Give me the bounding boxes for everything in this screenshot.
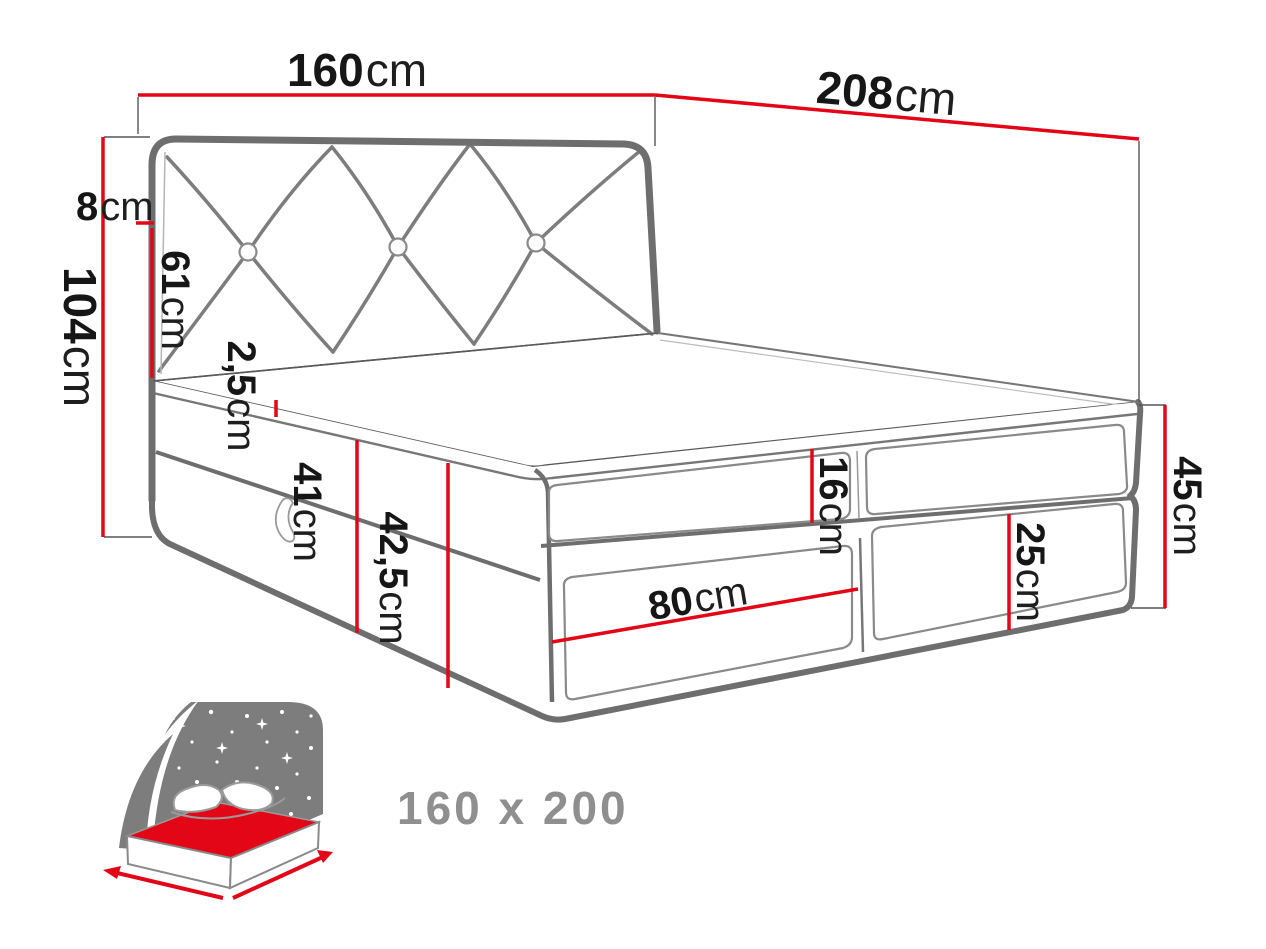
headboard-outline bbox=[148, 135, 661, 504]
base-outline bbox=[149, 399, 1144, 723]
mattress-split-seam bbox=[856, 450, 860, 519]
drawer-foot-panel bbox=[870, 502, 1128, 641]
dim-base-front-label: 42,5cm bbox=[371, 511, 415, 644]
dimension-labels: 160cm 208cm 104cm 8cm 61cm 2,5cm 41cm 42… bbox=[54, 44, 1209, 645]
bed-left-side-face bbox=[152, 381, 552, 710]
dim-topper-label: 2,5cm bbox=[219, 341, 263, 452]
dim-mattress-label: 16cm bbox=[811, 456, 855, 556]
headboard-tufting bbox=[157, 142, 654, 373]
dimension-lines bbox=[101, 93, 1167, 688]
dim-headboard-height-label: 104cm bbox=[54, 267, 106, 407]
headboard-panel bbox=[152, 139, 658, 381]
tufting-buttons bbox=[238, 233, 546, 262]
base-seam-left bbox=[155, 450, 541, 582]
topper-bottom-edge bbox=[152, 391, 1138, 481]
button-icon bbox=[388, 237, 408, 257]
length-arrow-icon bbox=[232, 854, 326, 900]
extension-lines bbox=[104, 97, 1166, 609]
dim-base-side-label: 41cm bbox=[285, 462, 329, 562]
mattress-front-panel-left bbox=[547, 451, 852, 543]
mattress-top-surface bbox=[152, 332, 1140, 468]
dim-total-length-line bbox=[654, 93, 1140, 141]
width-arrow-icon bbox=[112, 870, 224, 900]
dim-top-width-label: 160cm bbox=[287, 44, 427, 96]
headboard-inner-edge bbox=[160, 151, 166, 375]
bed-drawing bbox=[148, 135, 1144, 723]
dim-foot-height-label: 45cm bbox=[1165, 456, 1209, 556]
base-top-edge-front bbox=[540, 496, 1134, 548]
dim-headboard-depth-label: 8cm bbox=[76, 185, 154, 229]
size-label: 160 x 200 bbox=[397, 782, 629, 834]
mattress-side-icon bbox=[228, 820, 321, 890]
pillows-icon bbox=[170, 781, 286, 820]
dim-headboard-panel-label: 61cm bbox=[153, 250, 197, 350]
mattress-top-inner-line bbox=[659, 339, 1134, 408]
drawer-split-seam bbox=[858, 537, 865, 653]
mattress-front-panel-right bbox=[864, 423, 1129, 516]
dim-drawer-front-label: 25cm bbox=[1008, 522, 1052, 622]
bed-size-icon bbox=[103, 700, 333, 900]
dim-total-length-label: 208cm bbox=[814, 61, 958, 125]
dim-drawer-width-line bbox=[551, 587, 859, 644]
far-top-edge bbox=[657, 332, 1140, 403]
swoosh-panel bbox=[119, 734, 173, 850]
button-icon bbox=[238, 242, 258, 262]
drawer-left-panel bbox=[562, 544, 854, 701]
handle bbox=[274, 497, 296, 543]
dim-drawer-width-label: 80cm bbox=[645, 569, 751, 629]
headboard-bottom-line bbox=[152, 332, 659, 382]
size-arrows-icon bbox=[103, 850, 333, 900]
button-icon bbox=[526, 233, 546, 253]
